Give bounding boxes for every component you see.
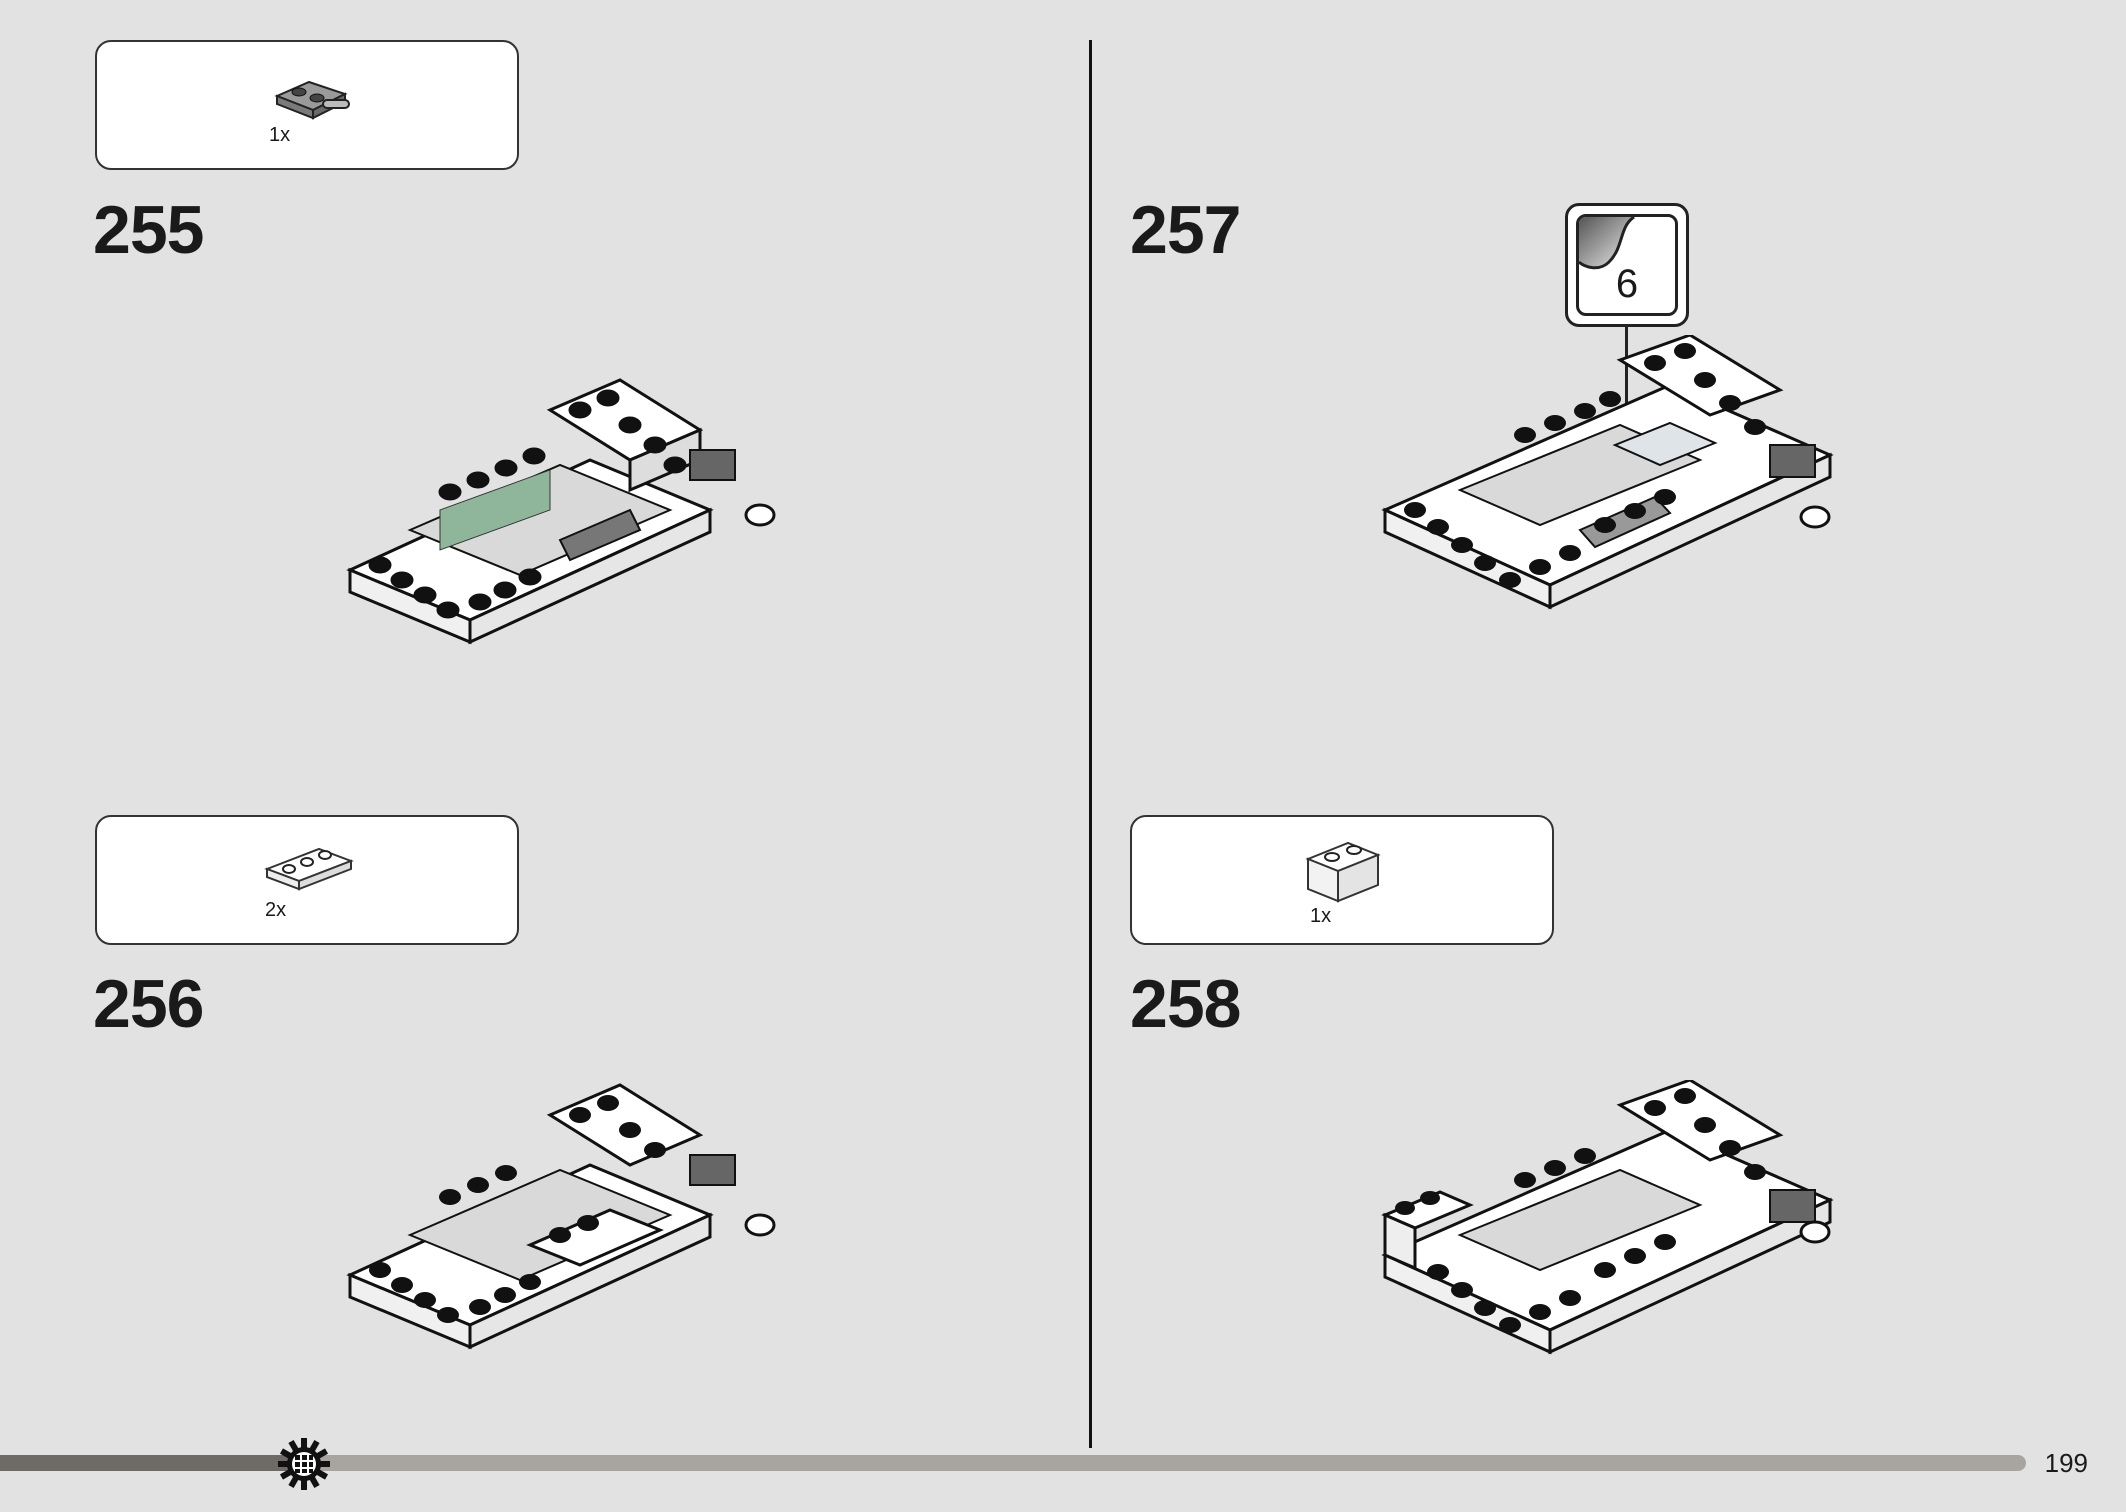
step-number: 256 [93, 966, 204, 1042]
build-model-step-255 [346, 378, 776, 645]
page-number: 199 [2044, 1448, 2088, 1478]
part-quantity: 1x [1310, 905, 1332, 927]
step-number: 258 [1130, 966, 1241, 1042]
part-quantity: 2x [265, 899, 287, 921]
sticker-callout: 6 [1565, 203, 1689, 327]
progress-fill [0, 1455, 304, 1471]
plate-1x2-with-handle-icon [274, 80, 350, 120]
page-divider [1089, 40, 1092, 1448]
step-number: 255 [93, 192, 204, 268]
progress-bar [0, 1455, 2026, 1471]
plate-1x3-icon [264, 847, 354, 891]
step-number: 257 [1130, 192, 1241, 268]
brick-1x2-icon [1305, 841, 1381, 903]
build-model-step-256 [346, 1083, 776, 1350]
part-quantity: 1x [269, 124, 291, 146]
callout-line [1625, 327, 1628, 445]
parts-list-box-255: 1x [95, 40, 519, 170]
build-model-step-257 [1381, 335, 1834, 610]
sticker-number: 6 [1615, 262, 1639, 306]
parts-list-box-258: 1x [1130, 815, 1554, 945]
parts-list-box-256: 2x [95, 815, 519, 945]
sticker-sheet-icon: 6 [1576, 214, 1678, 316]
gear-icon [278, 1438, 330, 1490]
build-model-step-258 [1381, 1080, 1834, 1355]
